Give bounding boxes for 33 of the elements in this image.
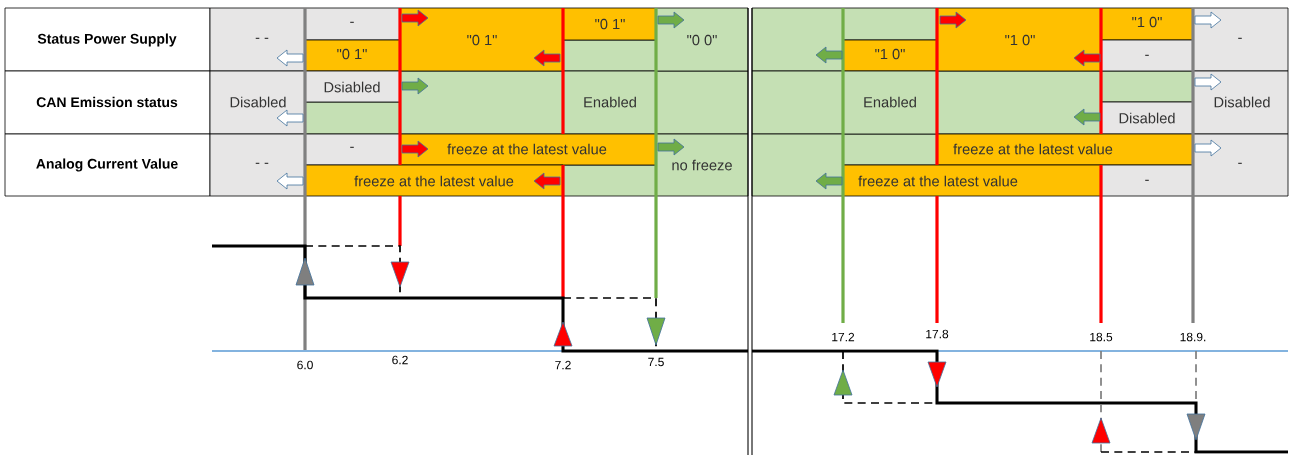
table-cell: "0 1" [562, 7, 657, 41]
row-header: CAN Emission status [4, 70, 211, 135]
tick-label: 6.0 [297, 360, 313, 370]
table-cell: freeze at the latest value [399, 133, 657, 166]
tick-label: 18.5 [1090, 332, 1113, 342]
table-cell: - - [209, 133, 306, 197]
table-cell: Dsiabled [304, 70, 401, 103]
tick-label: 17.2 [832, 332, 855, 342]
table-cell: Disabled [1192, 70, 1289, 135]
table-cell: Disabled [209, 70, 306, 135]
tick-label: 6.2 [392, 355, 408, 365]
table-cell: freeze at the latest value [842, 164, 1102, 197]
table-cell: "0 0" [655, 7, 749, 72]
table-cell: - [304, 133, 401, 166]
tick-label: 18.9. [1180, 332, 1206, 342]
row-header: Analog Current Value [4, 133, 211, 197]
table-cell: freeze at the latest value [936, 133, 1194, 166]
table-cell: Enabled [842, 70, 938, 135]
table-cell: - - [209, 7, 306, 72]
tick-label: 7.5 [648, 357, 664, 367]
tick-label: 17.8 [926, 329, 949, 339]
table-cell: - [1100, 39, 1194, 72]
table-cell: - [1100, 164, 1194, 197]
row-header: Status Power Supply [4, 7, 211, 72]
table-cell: no freeze [655, 133, 749, 197]
table-cell: freeze at the latest value [304, 164, 564, 197]
table-cell: - [304, 7, 401, 41]
tick-label: 7.2 [555, 360, 571, 370]
table-cell: Disabled [1100, 101, 1194, 135]
table-cell: "1 0" [1100, 7, 1194, 41]
table-cell: Enabled [562, 70, 657, 135]
table-cell: "0 1" [304, 39, 401, 72]
table-cell: "1 0" [842, 39, 938, 72]
